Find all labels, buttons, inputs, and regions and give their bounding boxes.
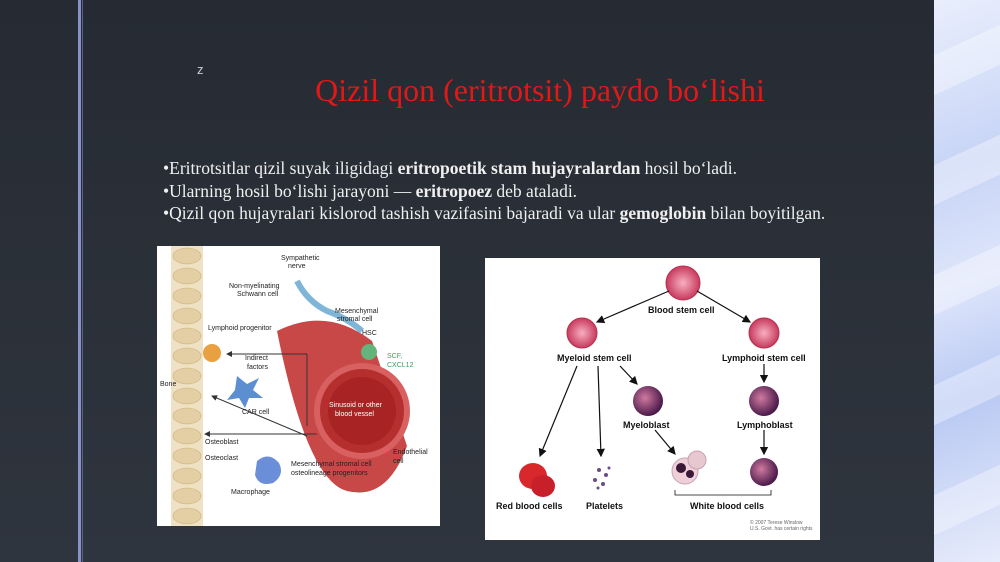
label-blood-stem-cell: Blood stem cell [648,305,715,315]
label-sympathetic-nerve-2: nerve [288,263,306,270]
slide-title: Qizil qon (eritrotsit) paydo bo‘lishi [315,72,765,108]
decoration-stripe [934,24,1000,96]
niche-diagram: Sympathetic nerve Non-myelinating Schwan… [160,246,428,526]
decoration-stripe [934,244,1000,316]
hsc-cell [361,344,377,360]
lymphoblast-cell [749,386,779,416]
label-car-cell: CAR cell [242,409,270,416]
white-cells-bracket [674,490,772,496]
left-accent-line [82,0,83,562]
label-osteoblast: Osteoblast [205,439,239,446]
bullet-text: Eritrotsitlar qizil suyak iligidagi [169,158,398,178]
bullet-item: •Qizil qon hujayralari kislorod tashish … [163,203,826,223]
bullet-text: Qizil qon hujayralari kislorod tashish v… [169,203,620,223]
label-red-blood-cells: Red blood cells [496,501,563,511]
label-schwann-2: Schwann cell [237,291,279,298]
bullet-text: bilan boyitilgan. [706,203,826,223]
label-factors: factors [247,364,269,371]
left-accent-bar [78,0,81,562]
arrow [538,365,578,458]
label-endothelial-2: cell [393,458,404,465]
slide-mark: z [197,62,204,77]
lymphoid-stem-cell [748,317,780,349]
label-mesenchymal-2: stromal cell [337,316,373,323]
lymphocyte-cell [750,458,778,486]
label-lymphoblast: Lymphoblast [737,420,793,430]
label-msc-osteo-2: osteolineage progenitors [291,470,368,477]
decoration-stripe [934,464,1000,536]
white-blood-cell-nucleus [686,470,694,478]
bullet-item: •Ularning hosil bo‘lishi jarayoni — erit… [163,180,578,201]
label-mesenchymal: Mesenchymal [335,308,379,315]
car-cell [227,376,263,408]
hematopoiesis-figure: Blood stem cell Myeloid stem cell Lympho… [485,258,820,540]
label-endothelial: Endothelial [393,449,428,456]
label-sinusoid: Sinusoid or other [329,402,383,409]
bullet-item: •Eritrotsitlar qizil suyak iligidagi eri… [163,158,738,178]
bullet-bold-term: gemoglobin [619,203,707,223]
label-cxcl12: CXCL12 [387,362,414,369]
platelets-cluster [593,466,611,490]
label-macrophage: Macrophage [231,489,270,496]
label-lymphoid-stem-cell: Lymphoid stem cell [722,353,806,363]
label-hsc: HSC [362,330,377,337]
bullet-text: hosil bo‘ladi. [640,158,738,178]
label-platelets: Platelets [586,501,623,511]
bullet-text: Ularning hosil bo‘lishi jarayoni — [169,180,416,201]
myeloblast-cell [633,386,663,416]
decoration-stripe [934,354,1000,426]
bone-cells [172,247,202,525]
label-indirect: Indirect [245,355,268,362]
myeloid-stem-cell [566,317,598,349]
lymphoid-progenitor-cell [203,344,221,362]
bone-marrow-niche-figure: Sympathetic nerve Non-myelinating Schwan… [157,246,440,526]
label-sympathetic-nerve: Sympathetic [281,255,320,262]
bullet-bold-term: eritropoez [415,180,493,201]
bullet-text: deb ataladi. [492,180,578,201]
blood-stem-cell [665,265,701,301]
arrow [696,290,752,323]
label-white-blood-cells: White blood cells [690,501,764,511]
label-msc-osteo: Mesenchymal stromal cell [291,461,372,468]
arrow [596,365,605,458]
arrow [619,365,638,385]
vessel-interior [328,377,396,445]
arrow [654,429,676,455]
bullet-list: •Eritrotsitlar qizil suyak iligidagi eri… [163,157,923,225]
label-lymphoid-progenitor: Lymphoid progenitor [208,325,272,332]
label-copyright-2: U.S. Govt. has certain rights [750,526,813,532]
label-bone: Bone [160,381,176,388]
label-schwann: Non-myelinating [229,283,280,290]
white-blood-cell [687,450,707,470]
label-blood-vessel: blood vessel [335,411,374,418]
arrow [211,395,308,437]
label-myeloid-stem-cell: Myeloid stem cell [557,353,632,363]
white-blood-cell-nucleus [676,463,686,473]
label-copyright: © 2007 Terese Winslow [750,519,803,526]
macrophage-cell [255,456,281,484]
bullet-bold-term: eritropoetik stam hujayralardan [397,158,641,178]
red-blood-cell [531,475,555,497]
decoration-stripe [934,134,1000,206]
label-scf: SCF, [387,353,402,360]
right-decoration-panel [934,0,1000,562]
label-myeloblast: Myeloblast [623,420,670,430]
label-osteoclast: Osteoclast [205,455,238,462]
arrow [595,290,670,324]
hematopoiesis-diagram: Blood stem cell Myeloid stem cell Lympho… [496,265,813,532]
sympathetic-nerve [294,279,364,334]
